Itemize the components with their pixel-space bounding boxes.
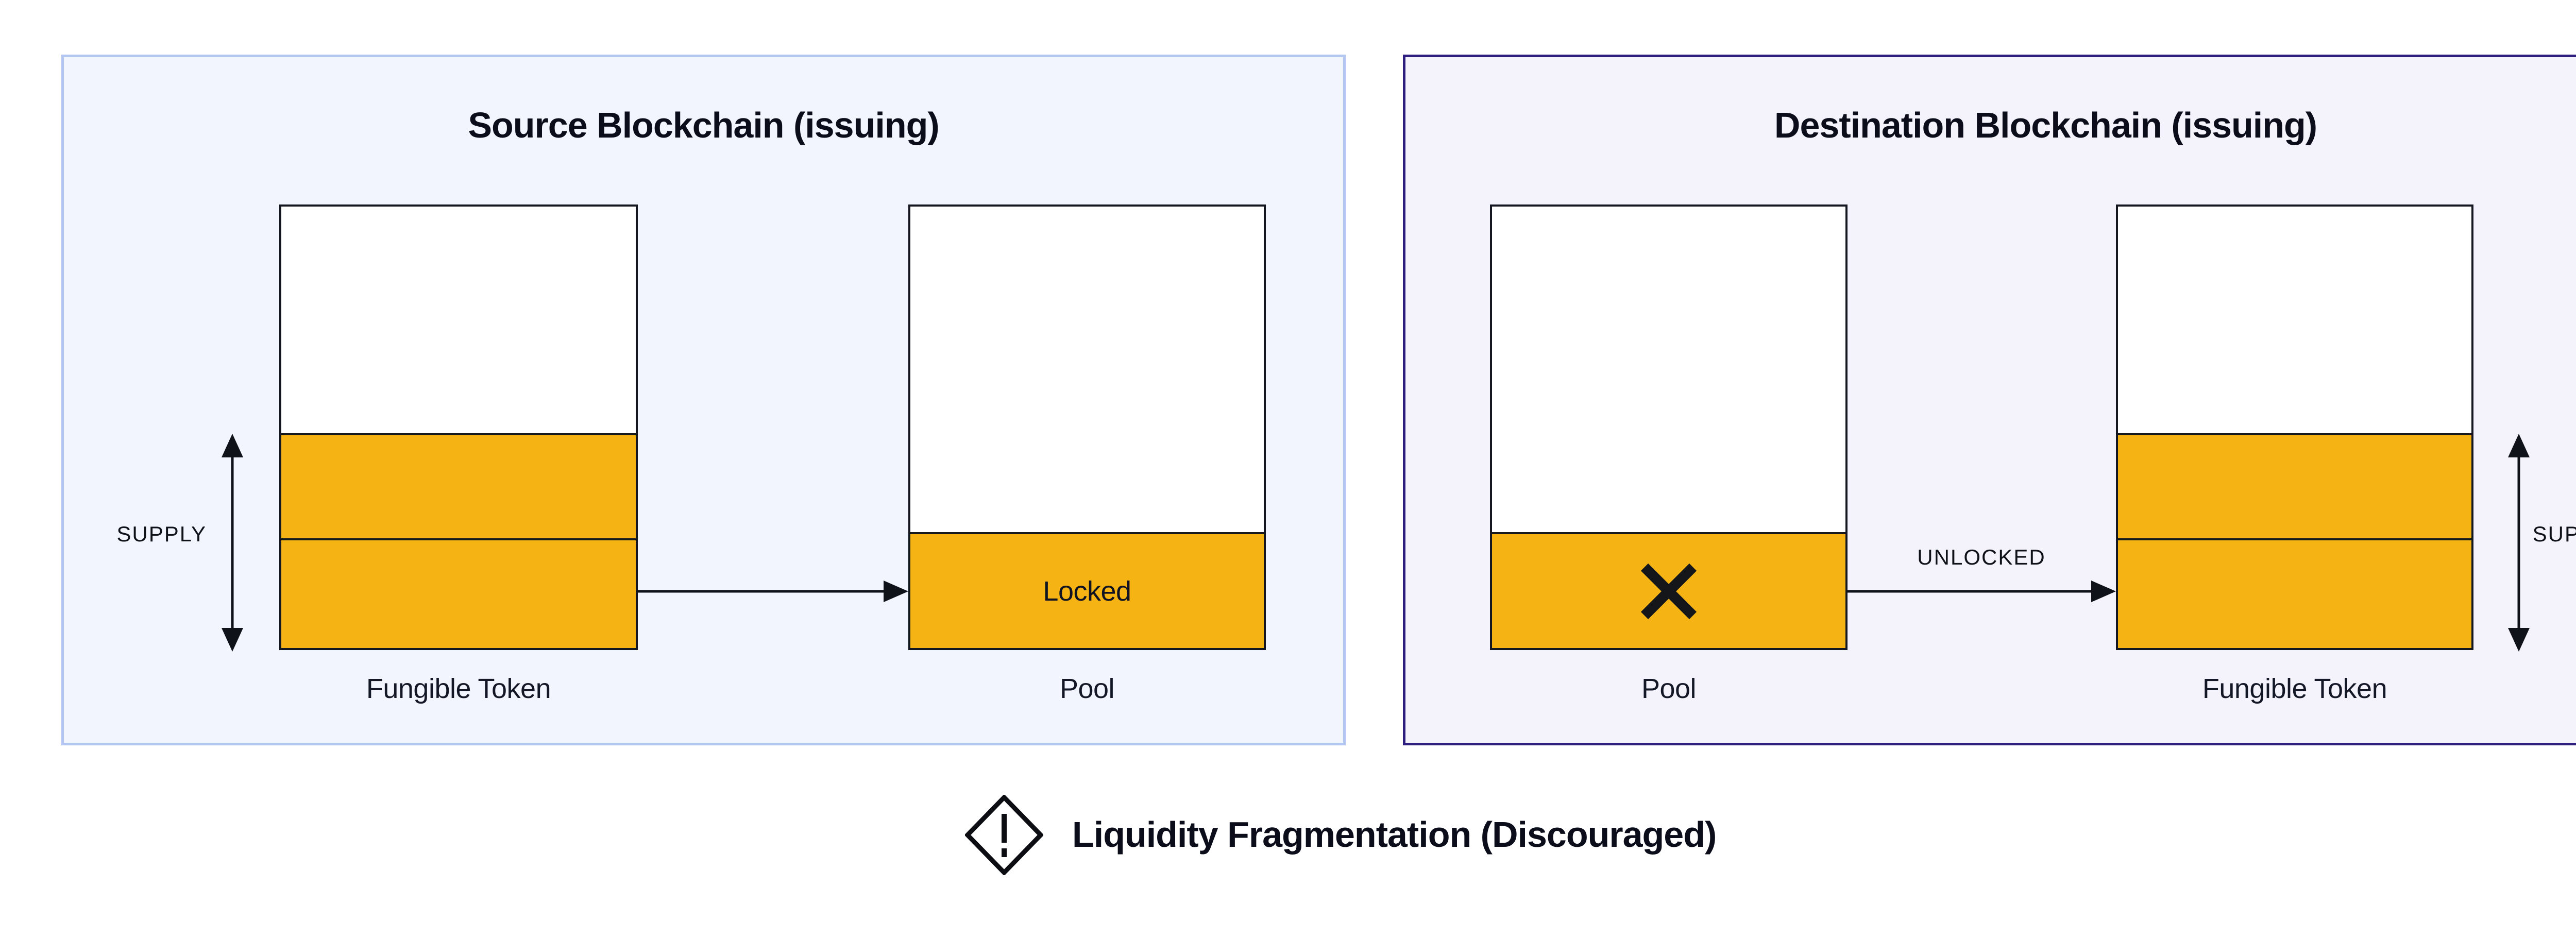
source-fungible-token-label: Fungible Token: [366, 673, 551, 704]
lock-transfer-arrow-icon: [638, 581, 908, 602]
destination-pool-box: [1490, 204, 1848, 650]
destination-pool-segment: [1492, 532, 1845, 648]
supply-range-arrow-icon: [2508, 434, 2530, 652]
destination-panel-title: Destination Blockchain (issuing): [1774, 105, 2317, 145]
destination-pool-empty-segment: [1492, 207, 1845, 532]
destination-supply-label: SUPPLY: [2532, 522, 2576, 546]
source-pool-box: Locked: [908, 204, 1266, 650]
destination-fungible-token-supply-segment-upper: [2118, 433, 2471, 538]
destination-pool-label: Pool: [1641, 673, 1697, 704]
source-fungible-token-empty-segment: [281, 207, 636, 433]
source-fungible-token-supply-segment-lower: [281, 538, 636, 648]
source-supply-label: SUPPLY: [116, 522, 207, 546]
source-pool-label: Pool: [1059, 673, 1115, 704]
destination-fungible-token-box: [2116, 204, 2473, 650]
footer-caption: Liquidity Fragmentation (Discouraged): [1072, 814, 1717, 855]
destination-fungible-token-empty-segment: [2118, 207, 2471, 433]
source-fungible-token-box: [279, 204, 638, 650]
unlock-transfer-arrow-icon: [1848, 581, 2116, 602]
destination-blockchain-panel: Destination Blockchain (issuing) UNLOCKE…: [1403, 55, 2576, 745]
source-panel-title: Source Blockchain (issuing): [468, 105, 939, 145]
locked-label: Locked: [1043, 575, 1131, 607]
source-blockchain-panel: Source Blockchain (issuing) SUPPLY Locke…: [61, 55, 1346, 745]
destination-fungible-token-supply-segment-lower: [2118, 538, 2471, 648]
supply-range-arrow-icon: [222, 434, 243, 652]
source-pool-empty-segment: [910, 207, 1264, 532]
source-pool-locked-segment: Locked: [910, 532, 1264, 648]
x-mark-icon: [1640, 563, 1697, 619]
destination-fungible-token-label: Fungible Token: [2202, 673, 2387, 704]
unlocked-label: UNLOCKED: [1917, 545, 2046, 569]
warning-diamond-icon: [965, 795, 1043, 875]
source-fungible-token-supply-segment-upper: [281, 433, 636, 538]
